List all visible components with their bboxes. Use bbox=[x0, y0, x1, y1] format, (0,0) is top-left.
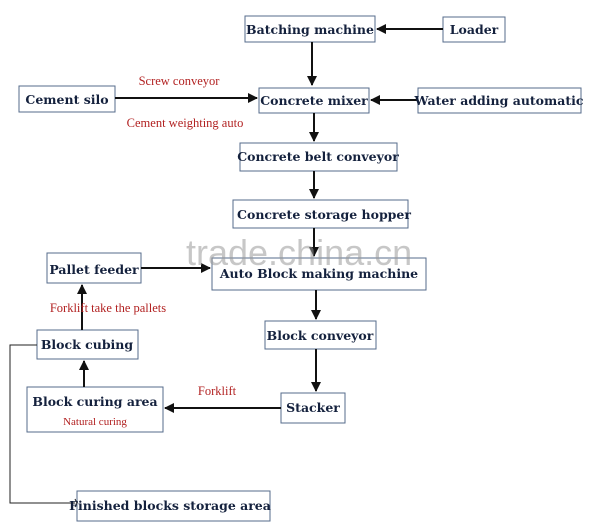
forklift-pallets-label: Forklift take the pallets bbox=[50, 301, 166, 315]
block-curing-box bbox=[26, 386, 164, 433]
pallet-feeder-label: Pallet feeder bbox=[49, 262, 139, 277]
pallet-feeder-box bbox=[46, 252, 142, 284]
finished-storage-label: Finished blocks storage area bbox=[69, 498, 271, 513]
finished-storage-box bbox=[76, 490, 271, 522]
block-cubing-box bbox=[36, 329, 139, 360]
block-making-machine-box bbox=[211, 257, 427, 291]
concrete-storage-hopper-label: Concrete storage hopper bbox=[237, 207, 411, 222]
natural-curing-label: Natural curing bbox=[63, 416, 127, 428]
block-conveyor-box bbox=[264, 320, 377, 350]
concrete-belt-conveyor-label: Concrete belt conveyor bbox=[237, 149, 399, 164]
batching-machine-label: Batching machine bbox=[246, 22, 374, 37]
block-conveyor-label: Block conveyor bbox=[267, 328, 374, 343]
forklift-label: Forklift bbox=[198, 384, 237, 398]
loader-label: Loader bbox=[450, 22, 499, 37]
concrete-storage-hopper-box bbox=[232, 199, 409, 229]
concrete-mixer-box bbox=[258, 87, 370, 114]
cubing-to-storage-line bbox=[9, 344, 75, 504]
water-adding-box bbox=[417, 87, 582, 114]
block-cubing-label: Block cubing bbox=[41, 337, 134, 352]
cement-weighting-label: Cement weighting auto bbox=[127, 116, 244, 130]
block-curing-label: Block curing area bbox=[32, 394, 157, 409]
water-adding-label: Water adding automatic bbox=[414, 93, 584, 108]
concrete-belt-conveyor-box bbox=[239, 142, 398, 172]
storage-arrowhead bbox=[74, 498, 78, 508]
loader-box bbox=[442, 16, 506, 43]
cement-silo-label: Cement silo bbox=[25, 92, 108, 107]
watermark-text: trade.china.cn bbox=[186, 232, 412, 273]
batching-machine-box bbox=[244, 15, 376, 43]
block-making-machine-label: Auto Block making machine bbox=[219, 266, 418, 281]
concrete-mixer-label: Concrete mixer bbox=[260, 93, 368, 108]
cement-silo-box bbox=[18, 85, 116, 113]
stacker-label: Stacker bbox=[286, 400, 340, 415]
screw-conveyor-label: Screw conveyor bbox=[139, 74, 221, 88]
stacker-box bbox=[280, 392, 346, 424]
